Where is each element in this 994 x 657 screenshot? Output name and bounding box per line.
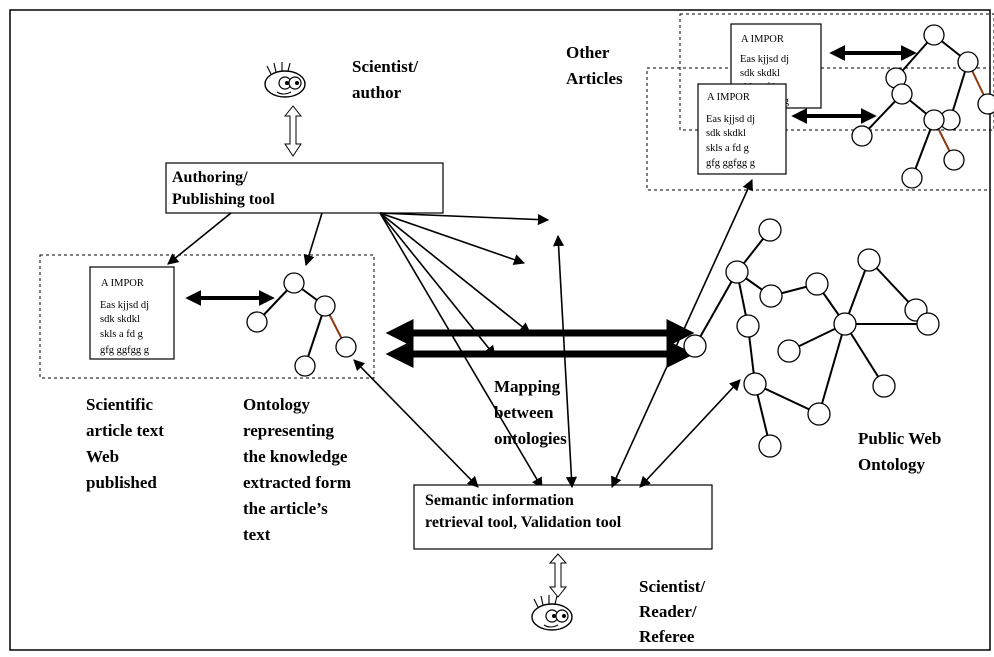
other-ontology-graph bbox=[851, 24, 994, 189]
article-doc-card bbox=[89, 266, 175, 360]
other-articles-label: Other Articles bbox=[566, 43, 623, 88]
arrow bbox=[353, 359, 479, 488]
scientific-article-label: Scientific article text Web published bbox=[86, 395, 168, 492]
other-articles-region-back bbox=[679, 13, 994, 131]
doc-card-text: A IMPOR Eas kjjsd dj sdk skdkl skls a fd… bbox=[706, 92, 758, 169]
other-doc-card-front bbox=[697, 83, 787, 175]
arrow bbox=[611, 178, 753, 489]
scientist-reader-label: Scientist/ Reader/ Referee bbox=[639, 577, 709, 646]
arrow bbox=[167, 212, 232, 265]
article-ontology-region bbox=[39, 254, 375, 379]
double-arrow-icon bbox=[283, 105, 303, 157]
double-arrow-icon bbox=[548, 553, 568, 598]
authoring-tool-box bbox=[165, 162, 444, 214]
arrow bbox=[303, 212, 323, 267]
doc-card-text: A IMPOR Eas kjjsd dj sdk skdkl skls a fd… bbox=[100, 278, 152, 356]
outer-frame bbox=[9, 9, 991, 651]
scientist-face-icon bbox=[264, 62, 306, 98]
mapping-label: Mapping between ontologies bbox=[494, 377, 567, 448]
public-web-ontology-label: Public Web Ontology bbox=[858, 429, 946, 474]
authoring-tool-label: Authoring/ Publishing tool bbox=[172, 169, 275, 208]
scientist-author-label: Scientist/ author bbox=[352, 57, 422, 102]
article-ontology-graph bbox=[246, 272, 357, 377]
scientist-face-icon bbox=[531, 595, 573, 631]
arrow bbox=[639, 379, 741, 488]
arrow bbox=[379, 212, 550, 226]
ontology-representing-label: Ontology representing the knowledge extr… bbox=[243, 395, 355, 544]
retrieval-tool-box bbox=[413, 484, 713, 550]
public-web-ontology-graph bbox=[683, 218, 940, 458]
retrieval-tool-label: Semantic information retrieval tool, Val… bbox=[425, 492, 622, 531]
arrow bbox=[379, 212, 531, 334]
other-articles-region-front bbox=[646, 67, 991, 191]
arrow bbox=[552, 234, 578, 489]
arrow bbox=[379, 212, 526, 265]
